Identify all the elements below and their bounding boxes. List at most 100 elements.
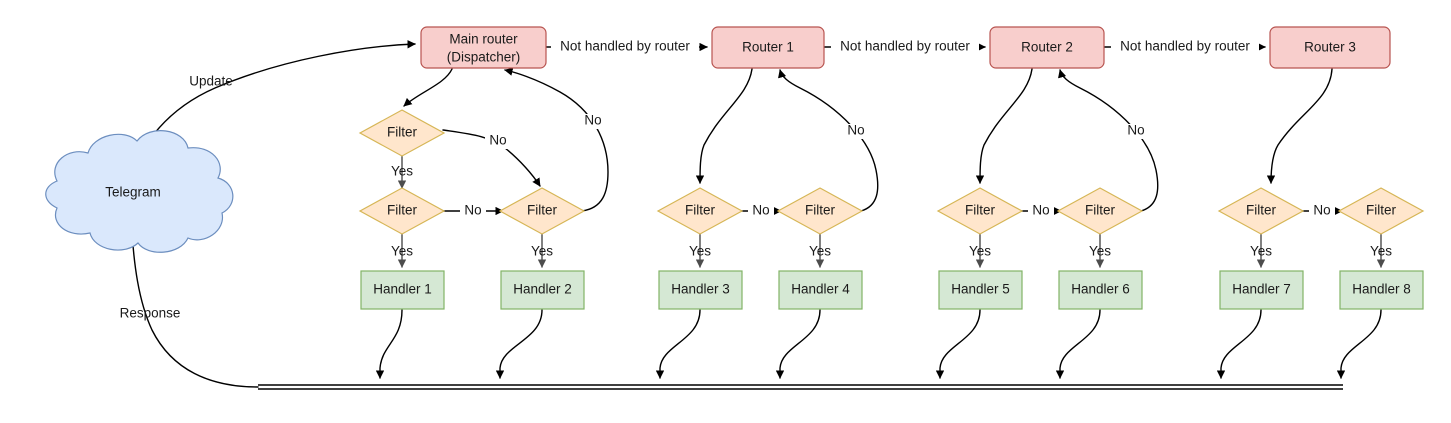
edge-label-no-back-r2: No — [1127, 123, 1144, 138]
handler-1-box — [360, 270, 445, 310]
filter-2-shape — [498, 187, 586, 235]
node-router-1[interactable]: Router 1 — [711, 26, 825, 69]
node-filter-8[interactable]: Filter — [1337, 187, 1425, 235]
filter-3-label: Filter — [685, 203, 716, 218]
router-2-box — [989, 26, 1105, 69]
edge-label-not-handled-2: Not handled by router — [840, 39, 970, 54]
router-3-label: Router 3 — [1304, 40, 1356, 55]
no-backing-top — [485, 134, 511, 149]
filter-6-label: Filter — [1085, 203, 1116, 218]
edge-label-update: Update — [189, 74, 233, 89]
node-handler-4[interactable]: Handler 4 — [778, 270, 863, 310]
handler-8-label: Handler 8 — [1352, 282, 1411, 297]
edge-filter4-no-back — [778, 69, 879, 212]
telegram-label: Telegram — [105, 185, 161, 200]
filter-1-shape — [358, 187, 446, 235]
edge-label-not-handled-3: Not handled by router — [1120, 39, 1250, 54]
node-filter-6[interactable]: Filter — [1056, 187, 1144, 235]
filter-4-label: Filter — [805, 203, 836, 218]
node-handler-1[interactable]: Handler 1 — [360, 270, 445, 310]
edge-router2-to-filter5 — [975, 68, 1033, 184]
filter-5-shape — [936, 187, 1024, 235]
edge-label-no-a: No — [464, 203, 481, 218]
label-backing-1 — [551, 39, 699, 55]
node-filter-7[interactable]: Filter — [1217, 187, 1305, 235]
node-handler-2[interactable]: Handler 2 — [500, 270, 585, 310]
edge-label-yes-top: Yes — [391, 164, 413, 179]
filter-4-shape — [776, 187, 864, 235]
node-handler-8[interactable]: Handler 8 — [1339, 270, 1424, 310]
edge-label-yes-3: Yes — [689, 244, 711, 259]
edge-router1-to-filter3 — [695, 68, 753, 184]
edge-response — [128, 232, 259, 388]
main-router-box — [420, 26, 547, 69]
edge-handler5-to-bus — [935, 309, 981, 379]
router-1-box — [711, 26, 825, 69]
router-3-box — [1269, 26, 1391, 69]
node-filter-1[interactable]: Filter — [358, 187, 446, 235]
edge-mainrouter-to-filtertop — [403, 68, 453, 107]
edge-handler7-to-bus — [1216, 309, 1262, 379]
edge-handler3-to-bus — [655, 309, 701, 379]
edge-filter6-no-back — [1058, 69, 1159, 212]
handler-2-box — [500, 270, 585, 310]
no-backing-c — [1028, 204, 1054, 219]
no-backing-d — [1309, 204, 1335, 219]
handler-7-box — [1219, 270, 1304, 310]
edge-label-no-c: No — [1032, 203, 1049, 218]
edge-label-response: Response — [120, 306, 181, 321]
node-filter-2[interactable]: Filter — [498, 187, 586, 235]
handler-5-box — [938, 270, 1023, 310]
label-backing-2 — [831, 39, 979, 55]
no-backing-back-r1 — [843, 124, 869, 139]
node-router-3[interactable]: Router 3 — [1269, 26, 1391, 69]
node-filter-3[interactable]: Filter — [656, 187, 744, 235]
node-handler-5[interactable]: Handler 5 — [938, 270, 1023, 310]
node-main-router[interactable]: Main router (Dispatcher) — [420, 26, 547, 69]
node-filter-5[interactable]: Filter — [936, 187, 1024, 235]
filter-8-shape — [1337, 187, 1425, 235]
edge-label-yes-2: Yes — [531, 244, 553, 259]
node-router-2[interactable]: Router 2 — [989, 26, 1105, 69]
edge-handler8-to-bus — [1336, 309, 1382, 379]
node-filter-4[interactable]: Filter — [776, 187, 864, 235]
edge-label-yes-6: Yes — [1089, 244, 1111, 259]
node-handler-6[interactable]: Handler 6 — [1058, 270, 1143, 310]
filter-7-shape — [1217, 187, 1305, 235]
edge-label-yes-8: Yes — [1370, 244, 1392, 259]
filter-7-label: Filter — [1246, 203, 1277, 218]
router-2-label: Router 2 — [1021, 40, 1073, 55]
node-telegram[interactable]: Telegram — [45, 130, 234, 253]
filter-1-label: Filter — [387, 203, 418, 218]
edge-label-yes-5: Yes — [969, 244, 991, 259]
filter-8-label: Filter — [1366, 203, 1397, 218]
edge-label-yes-1: Yes — [391, 244, 413, 259]
handler-6-label: Handler 6 — [1071, 282, 1130, 297]
node-filter-top[interactable]: Filter — [358, 109, 446, 157]
edge-label-yes-4: Yes — [809, 244, 831, 259]
edge-handler4-to-bus — [775, 309, 821, 379]
edge-handler1-to-bus — [375, 309, 403, 379]
edge-label-no-b: No — [752, 203, 769, 218]
handler-4-box — [778, 270, 863, 310]
filter-top-shape — [358, 109, 446, 157]
node-handler-7[interactable]: Handler 7 — [1219, 270, 1304, 310]
label-backing-3 — [1111, 39, 1259, 55]
handler-6-box — [1058, 270, 1143, 310]
edge-filter2-no-back — [504, 67, 609, 212]
no-backing-back-main — [580, 114, 606, 129]
filter-6-shape — [1056, 187, 1144, 235]
handler-3-box — [658, 270, 743, 310]
main-router-label-line2: (Dispatcher) — [447, 50, 521, 65]
node-handler-3[interactable]: Handler 3 — [658, 270, 743, 310]
cloud-shape — [45, 130, 234, 253]
no-backing-back-r2 — [1123, 124, 1149, 139]
handler-5-label: Handler 5 — [951, 282, 1010, 297]
edge-label-no-back-r1: No — [847, 123, 864, 138]
router-1-label: Router 1 — [742, 40, 794, 55]
no-backing-a — [460, 204, 486, 219]
edge-label-yes-7: Yes — [1250, 244, 1272, 259]
main-router-label-line1: Main router — [449, 32, 518, 47]
